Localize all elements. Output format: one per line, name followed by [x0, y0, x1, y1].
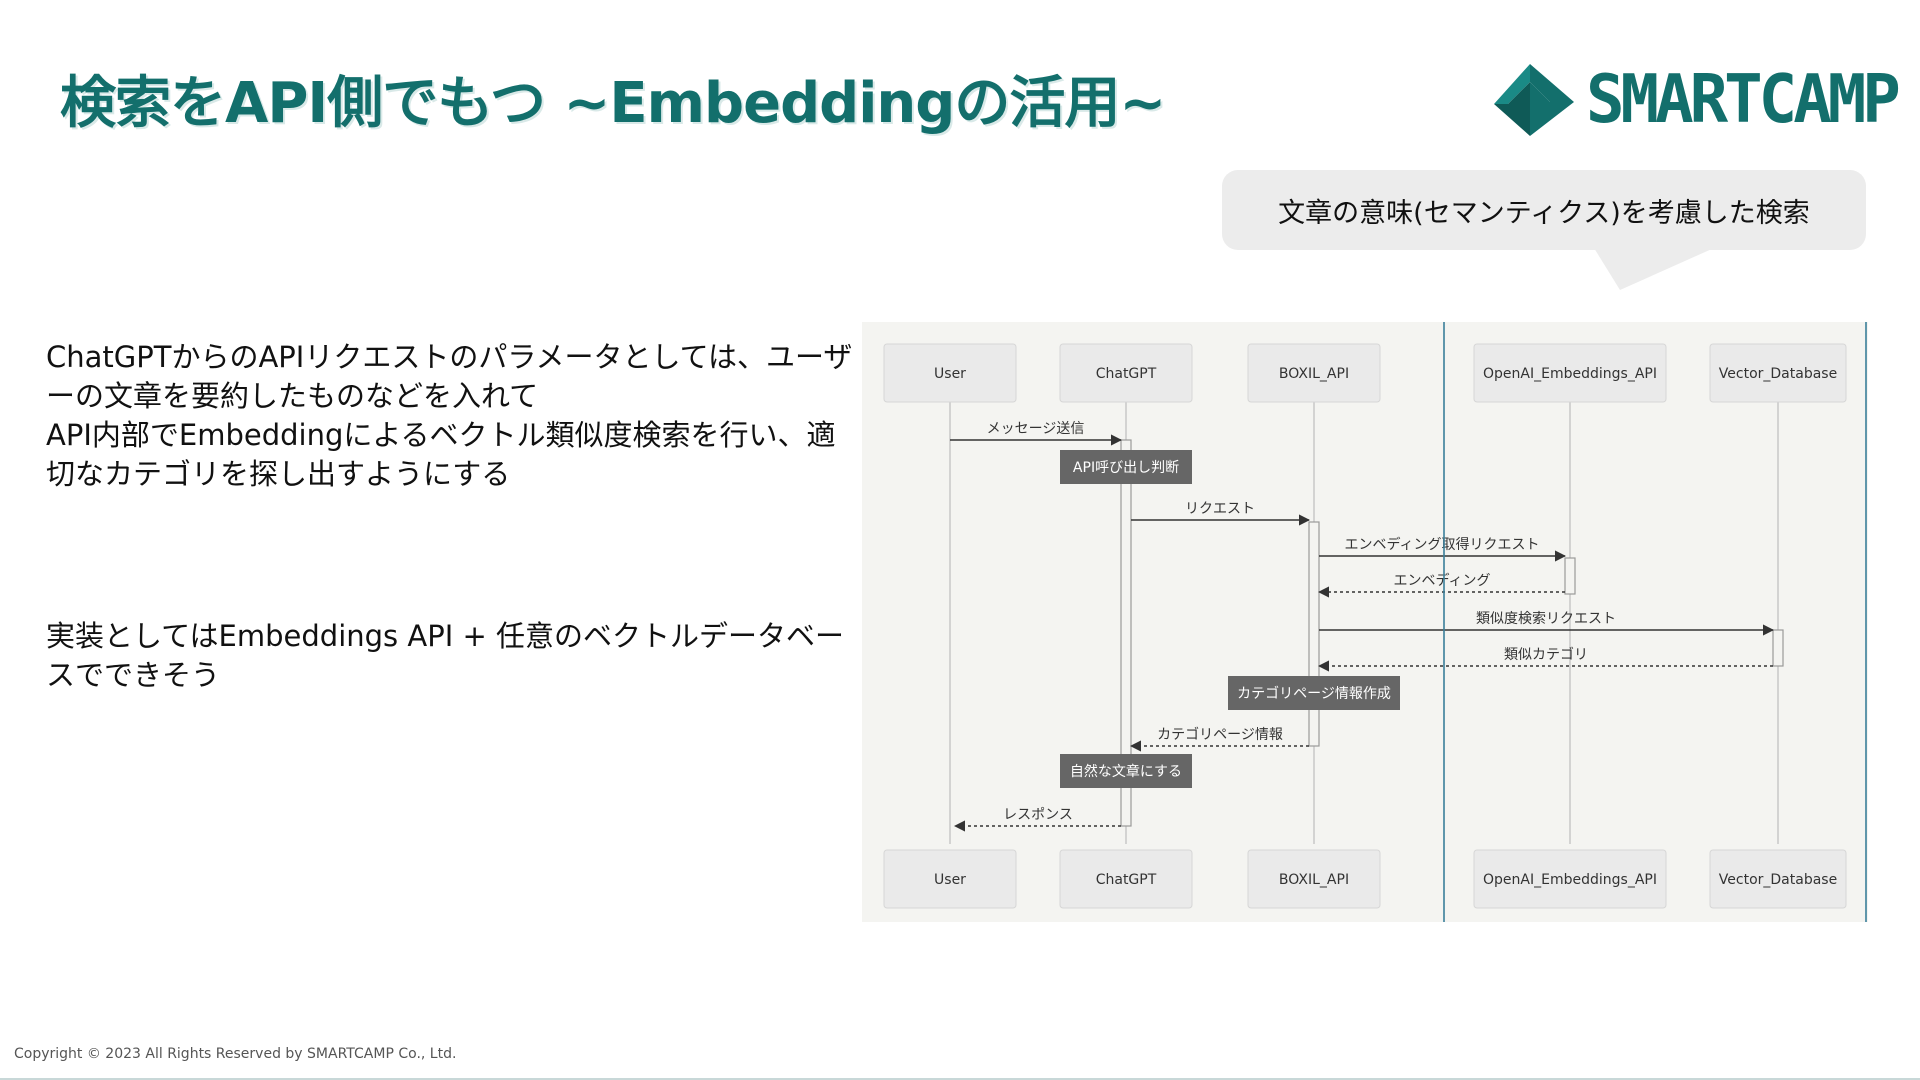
speech-bubble: 文章の意味(セマンティクス)を考慮した検索 — [1222, 170, 1866, 250]
message-label-6: カテゴリページ情報 — [1157, 726, 1283, 743]
note-box-0 — [1060, 450, 1192, 484]
note-box-2 — [1060, 754, 1192, 788]
note-box-1 — [1228, 676, 1400, 710]
participant-label-top-3: OpenAI_Embeddings_API — [1483, 366, 1657, 382]
participant-box-top-0 — [883, 343, 1017, 403]
participant-label-top-0: User — [934, 366, 966, 382]
sequence-diagram-svg: UserUserChatGPTChatGPTBOXIL_APIBOXIL_API… — [862, 322, 1868, 922]
body-paragraph-1: ChatGPTからのAPIリクエストのパラメータとしては、ユーザーの文章を要約し… — [46, 340, 853, 491]
message-label-3: エンベディング — [1393, 572, 1490, 589]
participant-label-bottom-4: Vector_Database — [1719, 872, 1837, 888]
participant-label-bottom-0: User — [934, 872, 966, 888]
note-label-2: 自然な文章にする — [1070, 763, 1182, 780]
note-label-1: カテゴリページ情報作成 — [1237, 685, 1391, 702]
participant-box-top-4 — [1709, 343, 1847, 403]
participant-label-bottom-2: BOXIL_API — [1279, 872, 1349, 888]
bubble-text: 文章の意味(セマンティクス)を考慮した検索 — [1278, 197, 1810, 229]
participant-label-top-2: BOXIL_API — [1279, 366, 1349, 382]
participant-box-bottom-2 — [1247, 849, 1381, 909]
body-text: ChatGPTからのAPIリクエストのパラメータとしては、ユーザーの文章を要約し… — [46, 338, 858, 695]
participant-label-bottom-3: OpenAI_Embeddings_API — [1483, 872, 1657, 888]
activation-bar-0 — [1120, 439, 1132, 827]
participant-label-bottom-1: ChatGPT — [1096, 872, 1157, 888]
copyright: Copyright © 2023 All Rights Reserved by … — [14, 1046, 457, 1062]
highlight-frame — [1443, 322, 1867, 922]
activation-bar-2 — [1564, 557, 1576, 595]
message-label-5: 類似カテゴリ — [1504, 646, 1588, 663]
participant-box-top-2 — [1247, 343, 1381, 403]
participant-label-top-4: Vector_Database — [1719, 366, 1837, 382]
message-label-2: エンベディング取得リクエスト — [1344, 536, 1539, 553]
bubble-tail-icon — [1594, 248, 1714, 290]
message-label-7: レスポンス — [1003, 807, 1073, 823]
message-label-4: 類似度検索リクエスト — [1476, 610, 1616, 627]
participant-box-bottom-1 — [1059, 849, 1193, 909]
logo-text: SMARTCAMP — [1586, 61, 1901, 139]
smartcamp-logo: SMARTCAMP — [1494, 64, 1901, 136]
bottom-divider — [0, 1078, 1920, 1080]
page-title: 検索をAPI側でもつ ~Embeddingの活用~ — [60, 71, 1166, 136]
logo-mark-icon — [1494, 64, 1574, 136]
participant-box-top-1 — [1059, 343, 1193, 403]
note-label-0: API呼び出し判断 — [1073, 460, 1179, 476]
body-paragraph-2: 実装としてはEmbeddings API + 任意のベクトルデータベースでできそ… — [46, 619, 844, 692]
diagram-background — [862, 322, 1868, 922]
participant-box-top-3 — [1473, 343, 1667, 403]
message-label-0: メッセージ送信 — [987, 421, 1085, 437]
activation-bar-1 — [1308, 521, 1320, 747]
message-label-1: リクエスト — [1185, 501, 1255, 517]
participant-box-bottom-3 — [1473, 849, 1667, 909]
participant-box-bottom-0 — [883, 849, 1017, 909]
participant-label-top-1: ChatGPT — [1096, 366, 1157, 382]
activation-bar-3 — [1772, 629, 1784, 667]
participant-box-bottom-4 — [1709, 849, 1847, 909]
